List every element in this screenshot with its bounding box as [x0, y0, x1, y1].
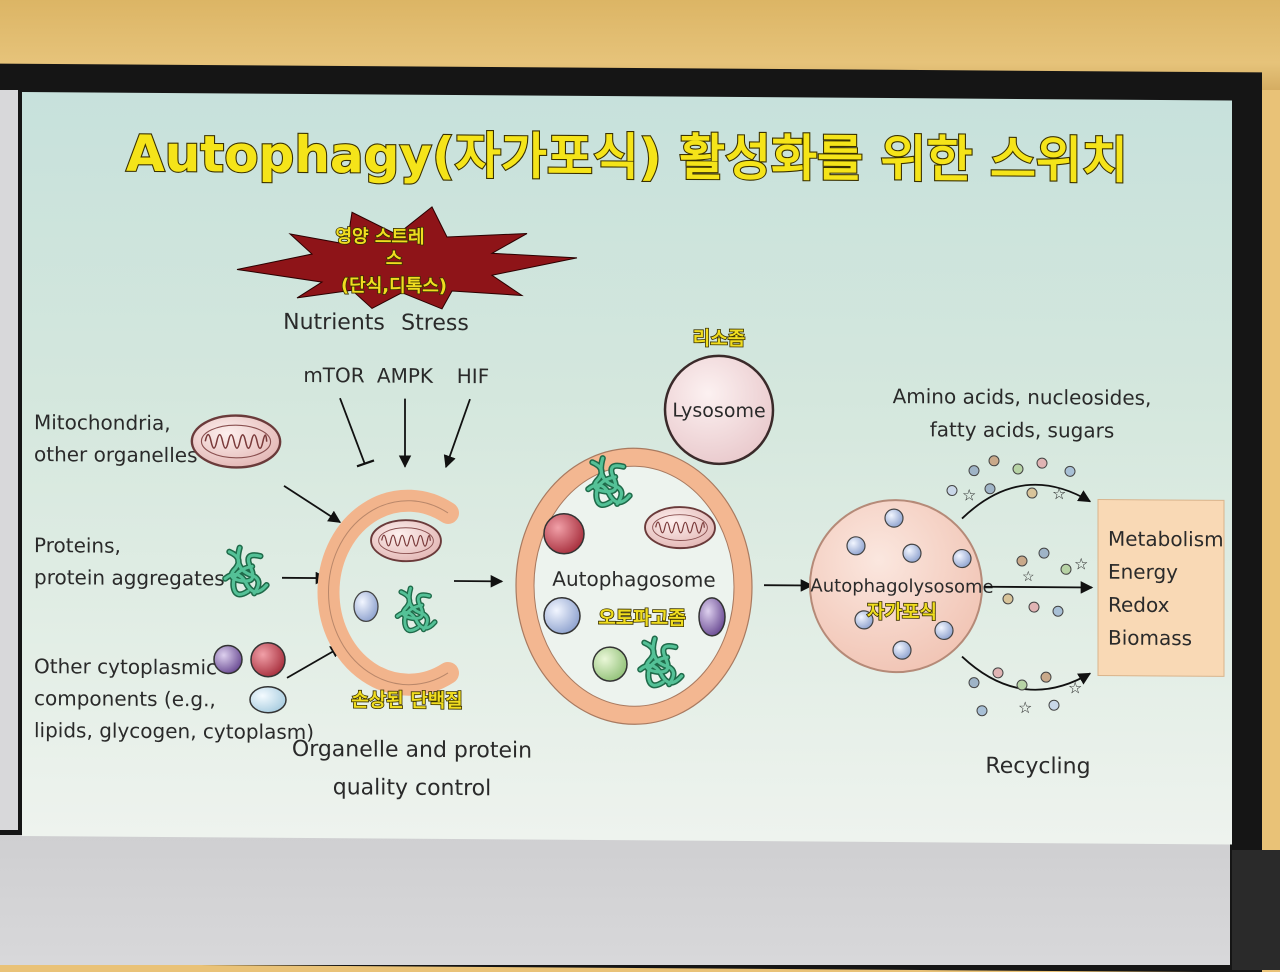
recycling-arrow-top	[962, 484, 1090, 519]
apl-particle-4	[953, 549, 971, 567]
other-label-line2: components (e.g.,	[34, 686, 216, 711]
svg-text:☆: ☆	[1074, 554, 1088, 573]
apl-particle-2	[847, 537, 865, 555]
stress-label-line3: (단식,디톡스)	[341, 275, 447, 297]
mtor-inhibit-bar	[357, 460, 374, 466]
nutrients-list-line2: fatty acids, sugars	[930, 417, 1115, 442]
hif-arrow	[446, 399, 470, 467]
output-metabolism: Metabolism	[1108, 527, 1224, 552]
engulfed-mitochondria-icon	[371, 520, 441, 562]
autophagolysosome-ko-label: 자가포식	[867, 601, 937, 623]
mtor-label: mTOR	[303, 363, 364, 387]
autophagolysosome-label: Autophagolysosome	[810, 576, 993, 598]
qc-label-line2: quality control	[333, 775, 492, 801]
proteins-label-line1: Proteins,	[34, 533, 121, 558]
qc-label-line1: Organelle and protein	[292, 737, 532, 764]
stress-label-line1: 영양 스트레	[335, 226, 424, 248]
recycling-label: Recycling	[985, 754, 1090, 780]
nutrients-list-line1: Amino acids, nucleosides,	[893, 384, 1152, 410]
proteins-label-line2: protein aggregates	[34, 565, 225, 590]
apl-particle-6	[935, 621, 953, 639]
lysosome-ko-label: 리소좀	[693, 328, 745, 350]
apl-particle-7	[893, 641, 911, 659]
autophagosome-ko-label: 오토파고좀	[598, 607, 685, 630]
protein-aggregate-icon	[225, 548, 266, 595]
svg-text:☆: ☆	[1018, 698, 1032, 717]
lower-right-bezel	[1232, 850, 1280, 970]
lipid-droplet-purple	[214, 645, 242, 673]
ampk-label: AMPK	[377, 363, 434, 387]
mito-label-line1: Mitochondria,	[34, 410, 171, 435]
stress-label-line2: 스	[386, 249, 403, 270]
mito-label-line2: other organelles	[34, 442, 198, 467]
recycling-arrow-middle	[984, 587, 1092, 588]
mtor-inhibit-line	[340, 398, 365, 464]
autophagosome-label: Autophagosome	[552, 567, 715, 592]
svg-text:☆: ☆	[1068, 678, 1082, 697]
hif-label: HIF	[457, 364, 489, 388]
svg-text:☆: ☆	[962, 486, 976, 505]
lysosome-label: Lysosome	[672, 400, 765, 423]
output-biomass: Biomass	[1108, 626, 1192, 651]
nutrients-label: Nutrients	[283, 310, 385, 336]
svg-text:☆: ☆	[1052, 484, 1066, 503]
autophagosome-mitochondria-icon	[645, 507, 715, 549]
lower-panel	[0, 835, 1230, 965]
left-panel	[0, 90, 18, 830]
autophagosome-green-droplet	[593, 647, 627, 681]
glycogen-droplet	[250, 687, 286, 713]
engulfed-vesicle	[354, 591, 378, 621]
slide-title: Autophagy(자가포식) 활성화를 위한 스위치	[126, 125, 1128, 190]
stress-label: Stress	[401, 311, 469, 336]
svg-text:☆: ☆	[1022, 569, 1035, 585]
engulfed-protein-icon	[397, 588, 434, 630]
apl-particle-1	[885, 509, 903, 527]
autophagosome-purple-droplet	[699, 598, 725, 636]
damaged-protein-label: 손상된 단백질	[351, 689, 462, 712]
diagram-svg: Autophagy(자가포식) 활성화를 위한 스위치 영양 스트레 스 (단식…	[22, 92, 1232, 844]
mitochondria-icon	[192, 415, 280, 467]
apl-particle-3	[903, 544, 921, 562]
mito-arrow	[284, 486, 340, 522]
autophagosome-red-droplet	[544, 514, 584, 554]
other-label-line1: Other cytoplasmic	[34, 654, 217, 679]
autophagosome-blue-droplet	[544, 598, 580, 634]
presentation-slide: Autophagy(자가포식) 활성화를 위한 스위치 영양 스트레 스 (단식…	[22, 92, 1232, 844]
other-label-line3: lipids, glycogen, cytoplasm)	[34, 718, 314, 744]
lipid-droplet-red	[251, 643, 285, 677]
output-energy: Energy	[1108, 560, 1178, 584]
output-redox: Redox	[1108, 593, 1170, 617]
